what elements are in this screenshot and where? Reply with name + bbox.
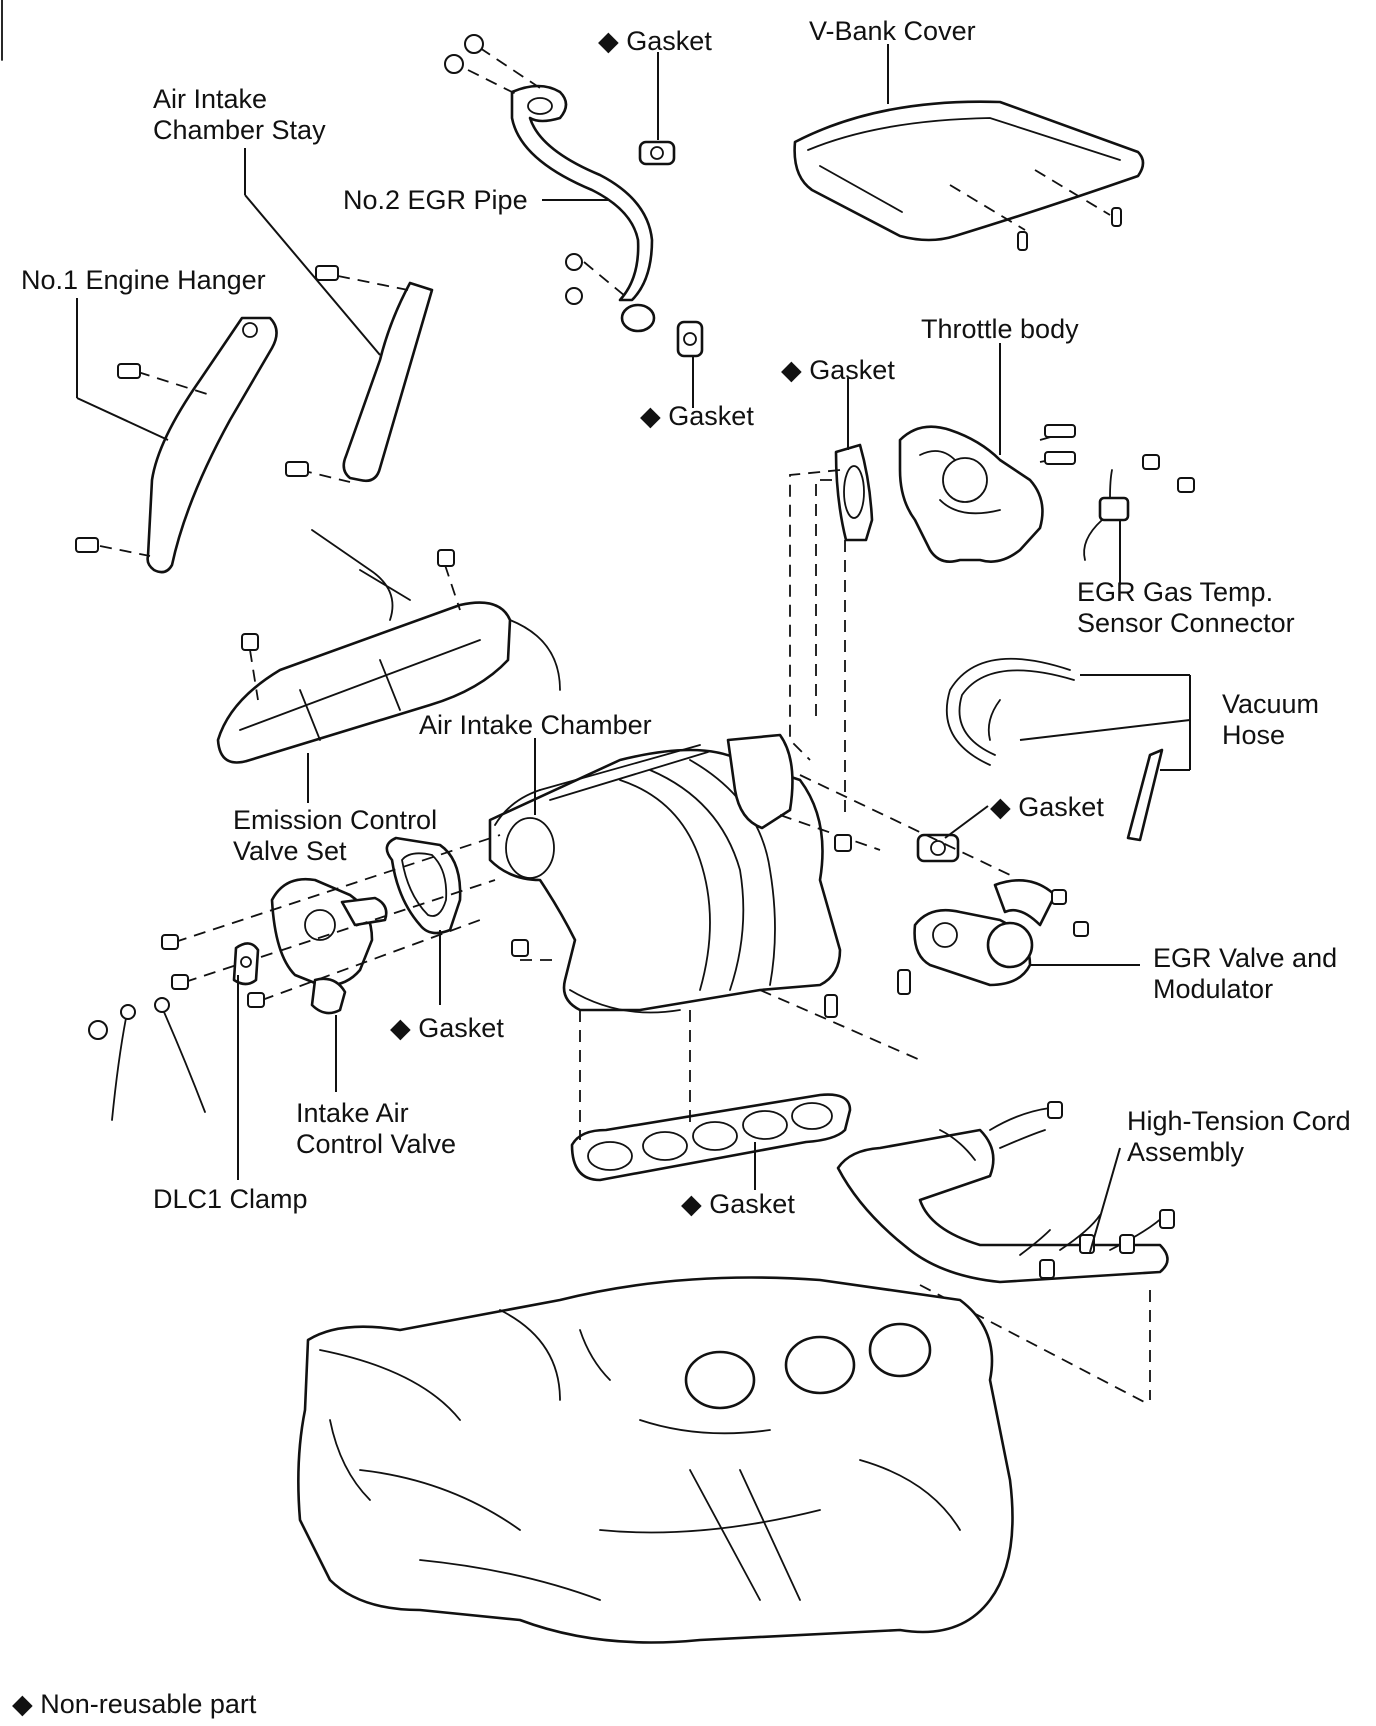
intake-air-control-valve: [270, 877, 388, 1015]
label-v-bank-cover: V-Bank Cover: [809, 16, 976, 46]
marker-gasket-top: ◆: [598, 26, 619, 56]
label-legend: ◆ Non-reusable part: [12, 1689, 257, 1719]
label-high-tension-2: Assembly: [1127, 1137, 1245, 1167]
label-emission-control-1: Emission Control: [233, 805, 437, 835]
alignment-egr-a: [799, 774, 1011, 876]
label-gasket-egr-pipe: ◆ Gasket: [640, 401, 754, 431]
label-gasket-manifold: ◆ Gasket: [681, 1189, 795, 1219]
label-air-intake-chamber: Air Intake Chamber: [419, 710, 652, 740]
air-intake-chamber-stay: [285, 265, 434, 483]
dlc1-clamp: [88, 942, 260, 1121]
label-intake-air-control-1: Intake Air: [296, 1098, 409, 1128]
label-high-tension-1: High-Tension Cord: [1127, 1106, 1351, 1136]
chamber-stay-leader-b: [244, 194, 381, 356]
nut-e: [834, 834, 852, 852]
label-egr-valve-2: Modulator: [1153, 974, 1273, 1004]
gasket-iacv: [385, 836, 462, 935]
alignment-egr-b: [779, 814, 881, 851]
nut-a: [161, 934, 179, 950]
label-air-intake-chamber-stay-2: Chamber Stay: [153, 115, 326, 145]
alignment-left-a: [174, 834, 501, 943]
gasket-manifold: [570, 1093, 852, 1182]
label-throttle-body: Throttle body: [921, 314, 1079, 344]
vacuum-hose: [945, 657, 1164, 842]
air-intake-chamber: [488, 733, 842, 1014]
label-egr-valve-1: EGR Valve and: [1153, 943, 1337, 973]
alignment-manifold-d: [759, 989, 921, 1061]
emission-control-valve-set: [216, 529, 561, 764]
throttle-body: [898, 424, 1076, 563]
label-intake-air-control-2: Control Valve: [296, 1129, 456, 1159]
label-dlc1-clamp: DLC1 Clamp: [153, 1184, 308, 1214]
gasket-egr-valve: [916, 833, 960, 863]
engine-block: [297, 1276, 1014, 1644]
high-tension-cord-assembly: [836, 1101, 1175, 1284]
label-no2-egr-pipe: No.2 EGR Pipe: [343, 185, 528, 215]
label-vacuum-hose-2: Hose: [1222, 720, 1285, 750]
label-gasket-egr-valve: ◆ Gasket: [990, 792, 1104, 822]
nut-c: [247, 992, 265, 1008]
gasket-egr-valve-leader: [944, 805, 989, 839]
no1-engine-hanger: [75, 316, 278, 574]
marker-gasket-iacv: ◆: [390, 1013, 411, 1043]
alignment-throttle-b: [815, 479, 832, 720]
label-no1-engine-hanger: No.1 Engine Hanger: [21, 265, 266, 295]
marker-gasket-egr-valve: ◆: [990, 792, 1011, 822]
marker-legend: ◆: [12, 1689, 33, 1719]
label-vacuum-hose-1: Vacuum: [1222, 689, 1319, 719]
marker-gasket-throttle: ◆: [781, 355, 802, 385]
bolt-f: [824, 994, 838, 1018]
alignment-throttle-a: [789, 469, 841, 761]
no2-egr-pipe: [444, 34, 656, 333]
nut-b: [171, 974, 189, 990]
vacuum-hose-leader-d: [1019, 719, 1191, 741]
marker-gasket-egr-pipe: ◆: [640, 401, 661, 431]
v-bank-cover: [793, 100, 1145, 251]
alignment-left-b: [184, 879, 496, 983]
egr-gas-temp-sensor-connector: [1083, 454, 1195, 561]
label-egr-gas-temp-1: EGR Gas Temp.: [1077, 577, 1273, 607]
gasket-egr-pipe-top: [638, 140, 676, 166]
label-gasket-iacv: ◆ Gasket: [390, 1013, 504, 1043]
gasket-egr-pipe-bottom: [676, 320, 704, 358]
gasket-throttle-body: [834, 443, 874, 542]
egr-valve-and-modulator: [897, 879, 1089, 995]
label-gasket-top: ◆ Gasket: [598, 26, 712, 56]
nut-d: [511, 939, 529, 957]
label-egr-gas-temp-2: Sensor Connector: [1077, 608, 1295, 638]
high-tension-leader: [1089, 1147, 1121, 1253]
label-air-intake-chamber-stay-1: Air Intake: [153, 84, 267, 114]
engine-hanger-leader-b: [76, 397, 169, 441]
label-gasket-throttle: ◆ Gasket: [781, 355, 895, 385]
label-emission-control-2: Valve Set: [233, 836, 347, 866]
marker-gasket-manifold: ◆: [681, 1189, 702, 1219]
